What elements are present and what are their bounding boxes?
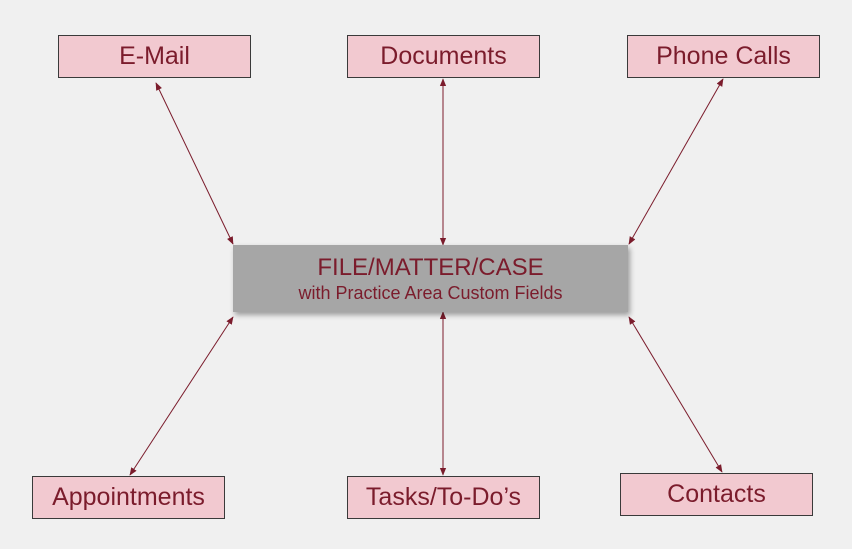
node-documents-label: Documents	[380, 42, 507, 70]
node-email: E-Mail	[58, 35, 251, 78]
center-node-file-matter-case: FILE/MATTER/CASE with Practice Area Cust…	[233, 245, 628, 312]
connector-appointments	[129, 316, 234, 476]
connector-phone-calls	[628, 78, 724, 245]
center-title: FILE/MATTER/CASE	[317, 253, 544, 281]
node-appointments: Appointments	[32, 476, 225, 519]
connector-email	[155, 82, 234, 245]
node-email-label: E-Mail	[119, 42, 190, 70]
node-appointments-label: Appointments	[52, 483, 205, 511]
connector-contacts	[628, 316, 723, 473]
node-contacts-label: Contacts	[667, 480, 766, 508]
node-tasks-label: Tasks/To-Do’s	[365, 483, 522, 511]
node-phone-calls-label: Phone Calls	[656, 42, 791, 70]
center-subtitle: with Practice Area Custom Fields	[298, 282, 563, 303]
node-phone-calls: Phone Calls	[627, 35, 820, 78]
node-contacts: Contacts	[620, 473, 813, 516]
node-tasks: Tasks/To-Do’s	[347, 476, 540, 519]
node-documents: Documents	[347, 35, 540, 78]
